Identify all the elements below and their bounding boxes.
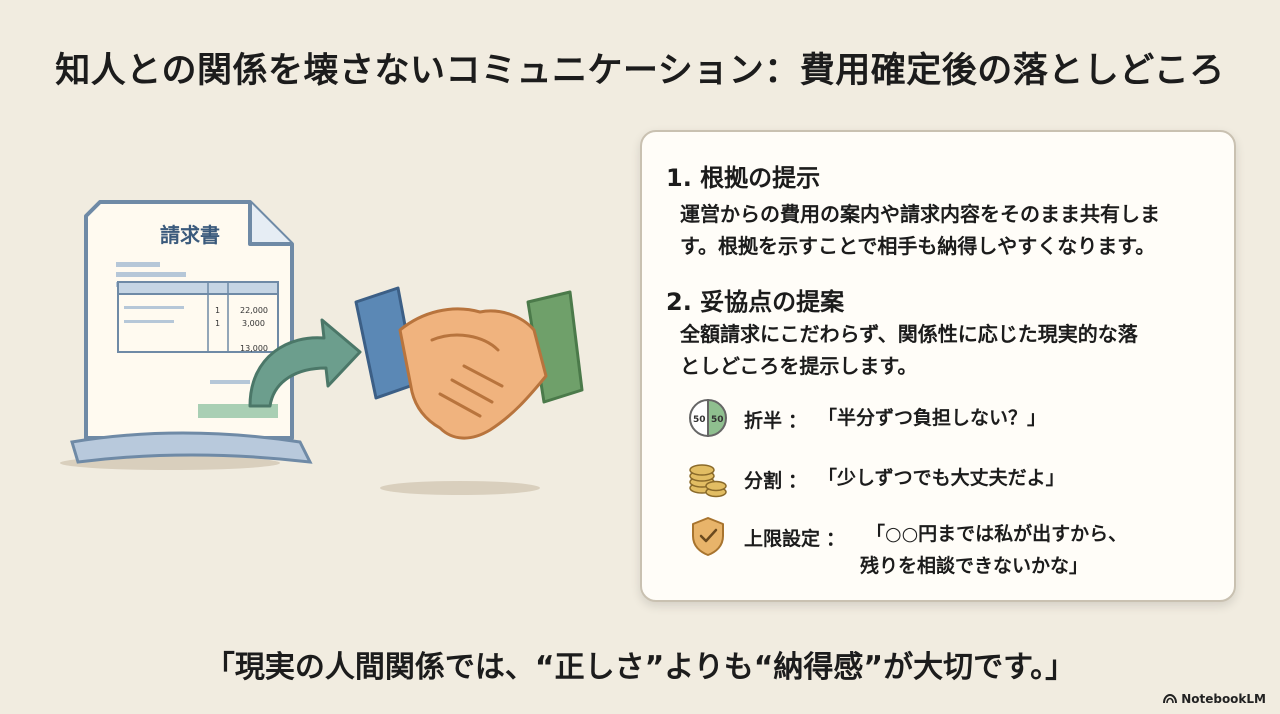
option-quote-continued: 残りを相談できないかな」 [860,555,1089,577]
svg-text:50: 50 [711,415,724,425]
section-heading-evidence: 1. 根拠の提示 [666,164,821,192]
brand-logo: NotebookLM [1163,692,1266,706]
invoice-icon: 請求書 1 22,000 1 3,000 13,000 [70,200,313,464]
half-split-icon: 50 50 [689,398,727,438]
invoice-row-qty: 1 [215,306,220,315]
section-body-evidence: 運営からの費用の案内や請求内容をそのまま共有しま す。根拠を示すことで相手も納得… [680,202,1160,258]
invoice-handshake-illustration: 請求書 1 22,000 1 3,000 13,000 [60,200,584,495]
invoice-row-amount: 3,000 [242,319,265,328]
option-quote: 「少しずつでも大丈夫だよ」 [818,467,1065,489]
coin-stack-icon [689,464,727,498]
option-label: 上限設定 [744,528,821,550]
option-label: 折半 [744,410,783,432]
section-body-compromise: 全額請求にこだわらず、関係性に応じた現実的な落 としどころを提示します。 [680,322,1138,378]
section-heading-compromise: 2. 妥協点の提案 [666,288,845,316]
svg-text:50: 50 [693,415,706,425]
page-title: 知人との関係を壊さないコミュニケーション：費用確定後の落としどころ [55,51,1225,91]
option-quote: 「○○円までは私が出すから、 [866,523,1128,545]
invoice-row-qty: 1 [215,319,220,328]
handshake-icon [354,286,584,440]
notebooklm-logo-icon [1163,694,1178,704]
arrow-icon [248,318,362,408]
brand-name: NotebookLM [1181,692,1266,706]
invoice-title: 請求書 [160,223,220,247]
option-quote: 「半分ずつ負担しない？」 [818,407,1047,429]
invoice-total: 13,000 [240,344,268,353]
invoice-row-amount: 22,000 [240,306,268,315]
closing-message: 「現実の人間関係では、“正しさ”よりも“納得感”が大切です。」 [204,650,1076,685]
option-label: 分割 [744,470,783,492]
shield-check-icon [692,517,724,556]
advice-card: 1. 根拠の提示 運営からの費用の案内や請求内容をそのまま共有しま す。根拠を示… [640,130,1236,602]
